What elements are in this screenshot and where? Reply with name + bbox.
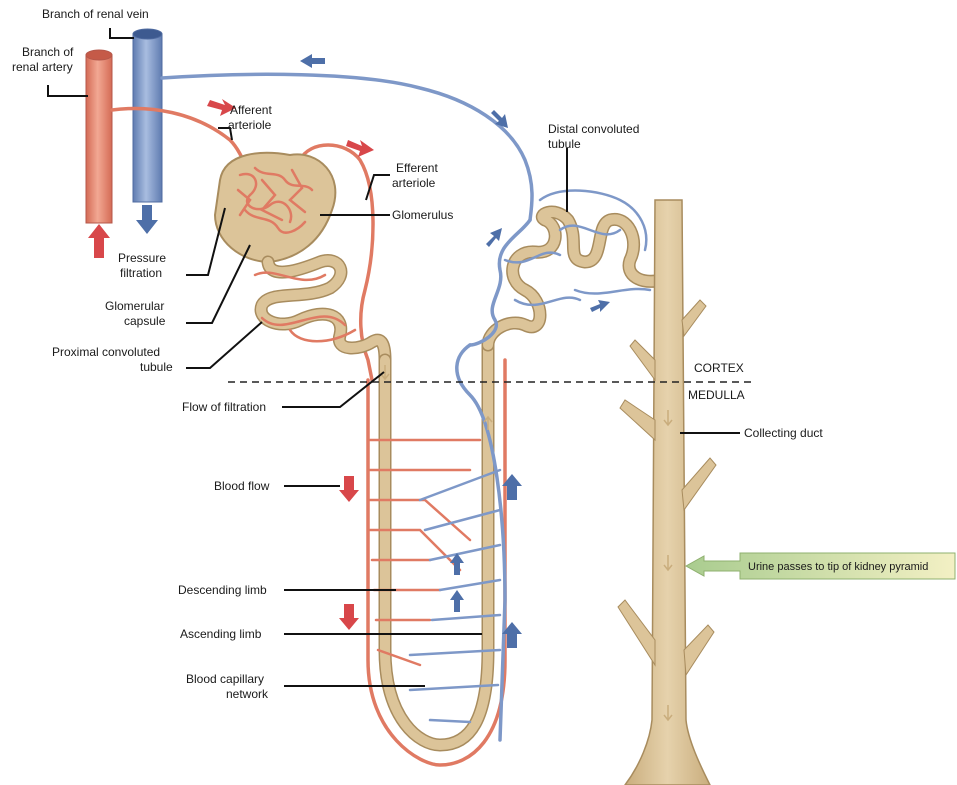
blue-arrow-distal-right [590,300,610,312]
label-renal-artery-2: renal artery [12,60,73,74]
label-collecting-duct: Collecting duct [744,426,823,440]
label-flow-filtration: Flow of filtration [182,400,266,414]
label-urine-passes: Urine passes to tip of kidney pyramid [748,561,928,573]
label-renal-vein: Branch of renal vein [42,7,149,21]
label-afferent-2: arteriole [228,118,272,132]
label-distal-1: Distal convoluted [548,122,639,136]
label-efferent-2: arteriole [392,176,436,190]
label-pressure-1: Pressure [118,251,166,265]
blue-arrow-distal-left [486,228,502,247]
filtrate-arrows [381,365,672,720]
renal-vein-branch [133,29,162,202]
label-afferent-1: Afferent [230,103,272,117]
collecting-duct [618,200,716,785]
label-distal-2: tubule [548,137,581,151]
label-descending-limb: Descending limb [178,583,267,597]
blue-arrow-down [136,205,158,234]
label-proximal-1: Proximal convoluted [52,345,160,359]
label-cortex: CORTEX [694,361,744,375]
label-blood-flow: Blood flow [214,479,270,493]
red-arrow-efferent [346,140,374,157]
label-glomerulus: Glomerulus [392,208,453,222]
label-capsule-2: capsule [124,314,166,328]
label-capillary-2: network [226,687,269,701]
label-renal-artery-1: Branch of [22,45,74,59]
red-arrow-up [88,224,110,258]
label-proximal-2: tubule [140,360,173,374]
distal-convoluted-tubule [488,212,662,345]
red-arrow-blood-flow-1 [339,476,359,502]
label-efferent-1: Efferent [396,161,438,175]
blue-arrow-up-small-2 [450,590,464,612]
blue-arrow-vein-top [300,54,325,68]
glomerular-capsule [215,153,335,262]
label-medulla: MEDULLA [688,388,745,402]
label-pressure-2: filtration [120,266,162,280]
label-capillary-1: Blood capillary [186,672,264,686]
label-ascending-limb: Ascending limb [180,627,262,641]
renal-artery-branch [86,50,112,223]
label-capsule-1: Glomerular [105,299,164,313]
red-arrow-blood-flow-2 [339,604,359,630]
